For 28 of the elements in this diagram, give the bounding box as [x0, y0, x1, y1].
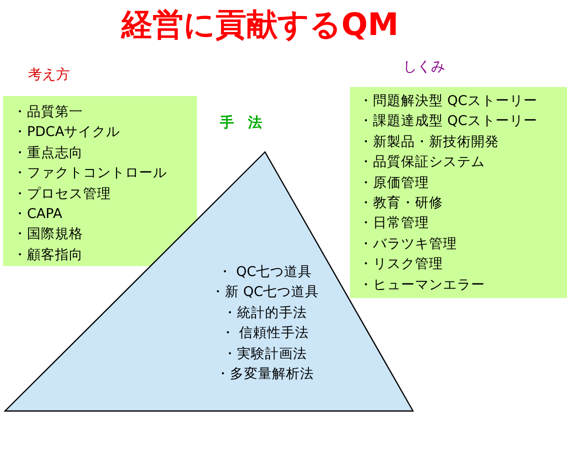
section-heading: 考え方: [28, 66, 70, 84]
list-item: ・ヒューマンエラー: [359, 276, 486, 295]
list-item: ・実験計画法: [222, 344, 308, 364]
list-item: ・PDCAサイクル: [13, 123, 122, 142]
section-heading: しくみ: [403, 58, 445, 76]
list-item: ・顧客指向: [13, 246, 84, 265]
list-item: ・品質保証システム: [359, 153, 486, 172]
list-item: ・品質第一: [13, 103, 84, 122]
list-item: ・多変量解析法: [215, 365, 315, 384]
list-item: ・重点志向: [13, 144, 84, 163]
list-item: ・新製品・新技術開発: [359, 132, 500, 152]
list-item: ・課題達成型 QCストーリー: [359, 112, 538, 132]
list-item: ・CAPA: [13, 205, 64, 224]
section-heading: 手 法: [220, 114, 262, 132]
diagram-title: 経営に貢献するQM: [120, 6, 400, 45]
list-item: ・プロセス管理: [13, 184, 112, 204]
list-item: ・日常管理: [359, 214, 430, 234]
list-item: ・ 信頼性手法: [220, 324, 310, 344]
list-item: ・国際規格: [13, 225, 84, 244]
list-item: ・原価管理: [359, 174, 430, 193]
list-item: ・統計的手法: [222, 304, 308, 323]
list-item: ・問題解決型 QCストーリー: [359, 92, 538, 111]
list-item: ・教育・研修: [359, 194, 444, 214]
list-item: ・リスク管理: [359, 255, 444, 274]
list-item: ・ QC七つ道具: [216, 263, 314, 282]
list-item: ・新 QC七つ道具: [210, 283, 320, 302]
list-item: ・バラツキ管理: [359, 234, 458, 254]
list-item: ・ファクトコントロール: [13, 164, 168, 184]
